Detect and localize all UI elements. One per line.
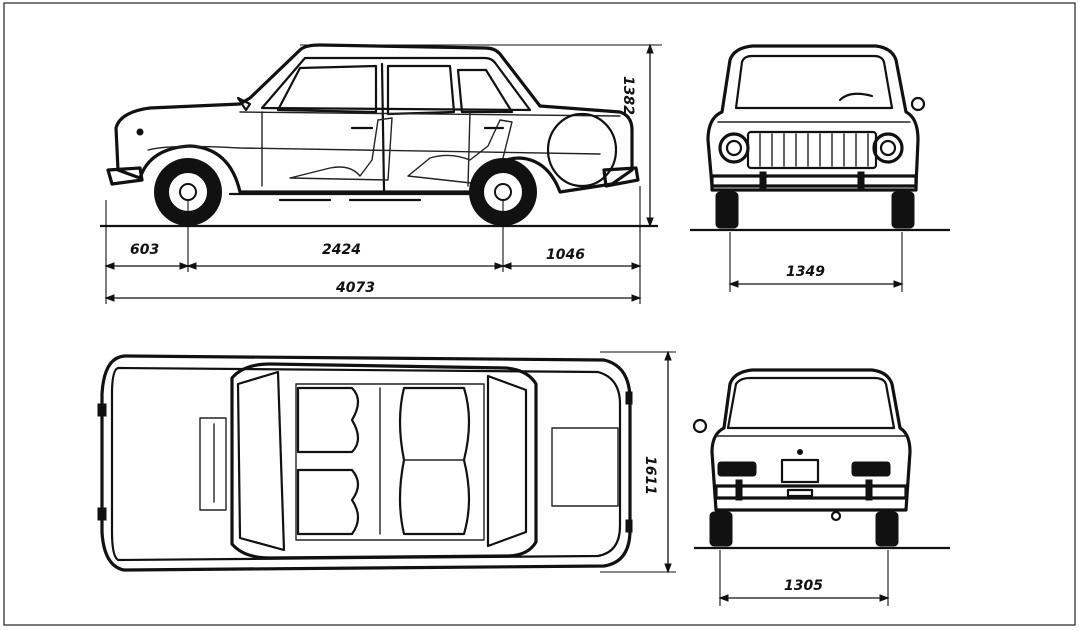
side-front-bumper [106,166,144,186]
side-rear-door-window [386,64,456,116]
side-body-outline [114,43,634,194]
side-marker-light [136,128,144,136]
side-b-pillar [380,62,386,192]
rear-window [726,376,896,430]
top-driver-seat [296,386,360,454]
dim-wheelbase: 2424 [322,242,361,258]
dim-overall-height: 1382 [620,76,636,115]
top-tail-left [625,391,633,405]
dim-front-overhang: 603 [130,242,159,258]
dim-rear-overhang: 1046 [546,247,585,263]
front-view: 1349 [690,44,950,292]
front-steering-wheel [838,92,874,102]
top-rear-window [486,374,528,548]
front-mirror [910,96,926,112]
top-trunk-panel [551,427,619,507]
top-body-outline [100,354,632,572]
rear-bumper [714,484,908,500]
front-bumper [710,174,918,192]
rear-license-plate [780,458,820,484]
rear-trunk-lock [797,449,803,455]
front-right-wheel [891,191,915,229]
sheet-border [3,2,1076,626]
rear-right-wheel [875,511,899,547]
side-moulding [147,145,601,155]
side-spare-wheel [546,112,618,188]
rear-exhaust [830,510,842,522]
front-windshield [734,54,894,110]
side-front-seat [289,117,393,181]
top-mirror-left [97,403,107,417]
side-glass-outline [260,56,532,112]
top-rear-bench [398,386,471,536]
side-door-cuts [261,111,471,187]
rear-left-taillight [717,461,757,477]
rear-view: 1305 [692,368,950,606]
dim-overall-width: 1611 [642,456,658,495]
side-rear-bumper [602,166,640,188]
top-mirror-right [97,507,107,521]
top-cabin-opening [295,383,485,541]
rear-body-outline [710,368,912,512]
top-roof-outline [230,362,538,560]
side-mirror [236,96,252,112]
front-overrider-left [759,171,767,191]
top-windshield [236,370,286,552]
dim-rear-track: 1305 [784,578,823,594]
rear-overrider-right [865,479,873,501]
top-passenger-seat [296,468,360,536]
side-beltline [239,111,621,117]
top-body-inner [110,366,622,562]
front-overrider-right [857,171,865,191]
top-tail-right [625,519,633,533]
dim-front-track: 1349 [786,264,825,280]
dim-overall-length: 4073 [335,280,375,296]
side-underbody [228,192,472,202]
front-right-headlight [872,132,904,164]
side-view [100,43,658,228]
side-quarter-window [456,68,514,114]
side-front-window [276,64,378,114]
front-grille-bars [759,133,869,167]
side-rear-wheel [469,158,537,226]
front-body-outline [706,44,920,188]
front-left-headlight [718,132,750,164]
top-hood-badge [199,417,227,511]
rear-right-taillight [851,461,891,477]
top-view: 1611 [97,350,676,574]
rear-overrider-left [735,479,743,501]
front-left-wheel [715,191,739,229]
rear-mirror [692,418,708,434]
side-dimensions: 603 2424 1046 4073 1382 [104,43,662,304]
rear-left-wheel [709,511,733,547]
front-grille [746,130,878,170]
side-rear-seat [407,119,513,185]
